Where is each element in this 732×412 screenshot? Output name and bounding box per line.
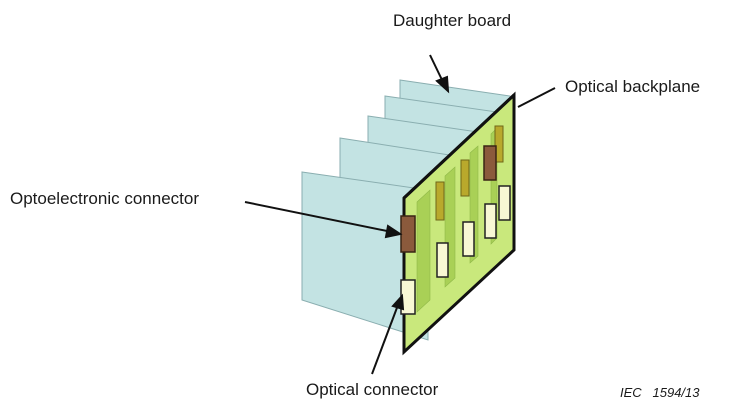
connector-optical-4	[484, 203, 497, 239]
optical-connectors	[400, 185, 511, 315]
connector-olive-1	[435, 181, 445, 221]
olive-connectors	[435, 125, 504, 221]
connector-optical-3	[462, 221, 475, 257]
daughter-board-5	[301, 171, 429, 341]
arrow-optical-connector	[371, 304, 399, 375]
connector-optical-5	[498, 185, 511, 221]
connector-optoelectronic-2	[483, 145, 497, 181]
label-daughter-board: Daughter board	[393, 11, 511, 30]
arrow-optoelectronic-connector	[244, 201, 393, 233]
connector-optical-2	[436, 242, 449, 278]
leader-lines	[244, 54, 556, 375]
connector-optoelectronic-main	[400, 215, 416, 253]
daughter-boards	[301, 79, 511, 341]
connector-olive-3	[494, 125, 504, 163]
arrow-optical-backplane	[517, 87, 556, 108]
figure-reference: IEC 1594/13	[620, 385, 700, 400]
arrow-daughter-board	[429, 54, 444, 83]
label-optical-backplane: Optical backplane	[565, 77, 700, 96]
connector-olive-2	[460, 159, 470, 197]
label-optoelectronic-connector: Optoelectronic connector	[10, 189, 199, 208]
label-optical-connector: Optical connector	[306, 380, 439, 399]
optoelectronic-connectors	[400, 145, 497, 253]
